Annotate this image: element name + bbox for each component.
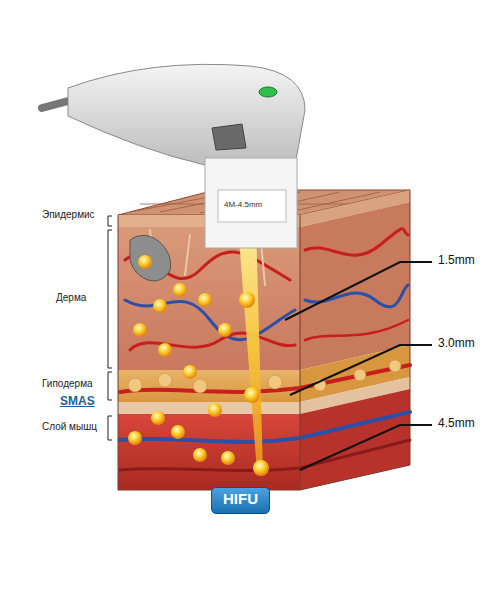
vessels — [120, 229, 410, 471]
badge-box: HIFU — [211, 487, 270, 514]
focal-points — [128, 255, 269, 476]
hypodermis-band — [118, 370, 300, 402]
ultrasound-beam — [238, 225, 263, 472]
cartridge — [205, 158, 297, 248]
badge-text: HIFU — [222, 491, 259, 508]
layer-name: Гиподерма — [42, 378, 93, 389]
depth-label: 4.5mm — [438, 417, 475, 430]
depth-leaders — [285, 262, 432, 470]
layer-name: Эпидермис — [42, 209, 95, 220]
depth-label: 1.5mm — [438, 254, 475, 267]
layer-brackets — [108, 216, 112, 440]
layer-name: Дерма — [56, 292, 86, 303]
layer-name: SMAS — [60, 395, 95, 408]
cartridge-text: 4M-4.5mm — [224, 201, 262, 210]
fat-cells — [128, 360, 401, 393]
muscle-band — [118, 414, 300, 490]
hair-follicle — [130, 235, 171, 280]
layer-name: Слой мышц — [42, 421, 97, 432]
grip-button — [212, 124, 246, 150]
muscle-side — [300, 389, 410, 490]
cartridge-plate — [218, 190, 286, 222]
power-button — [259, 87, 277, 97]
handpiece-body — [68, 64, 305, 165]
depth-label: 3.0mm — [438, 337, 475, 350]
dermis-side — [300, 202, 410, 370]
